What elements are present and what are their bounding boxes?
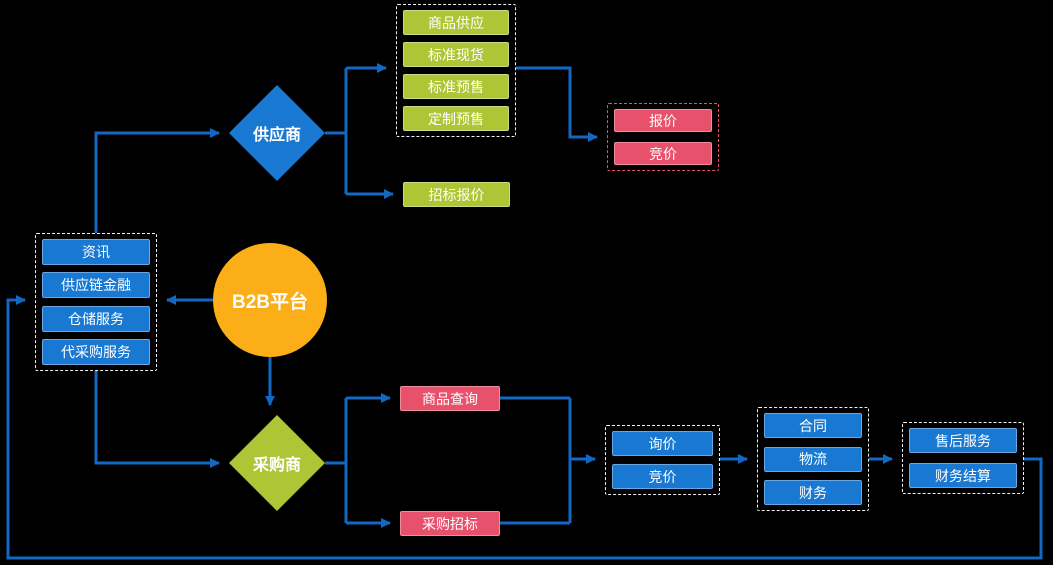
b2b-platform-label: B2B平台 <box>231 291 308 313</box>
supply-mode-item: 标准预售 <box>403 74 509 99</box>
service-item: 资讯 <box>42 239 150 265</box>
edge-services-to-supplier <box>94 128 220 233</box>
inquiry-item: 询价 <box>612 431 713 456</box>
supply-mode-item: 定制预售 <box>403 106 509 131</box>
settlement-item: 售后服务 <box>909 428 1017 453</box>
edge-settlement-feedback-loop <box>6 295 1043 560</box>
platform-services-group: 资讯 供应链金融 仓储服务 代采购服务 <box>35 233 157 371</box>
execution-item: 物流 <box>764 446 862 472</box>
supplier-diamond: 供应商 <box>229 85 325 181</box>
settlement-item: 财务结算 <box>909 463 1017 488</box>
b2b-platform-circle: B2B平台 <box>213 243 327 357</box>
service-item: 供应链金融 <box>42 272 150 299</box>
purchase-tender-box: 采购招标 <box>400 511 500 536</box>
tender-quote-box: 招标报价 <box>403 182 510 207</box>
inquiry-item: 竞价 <box>612 464 713 489</box>
service-item: 仓储服务 <box>42 305 150 332</box>
supply-modes-group: 商品供应 标准现货 标准预售 定制预售 <box>396 4 516 137</box>
execution-item: 合同 <box>764 413 862 438</box>
settlement-group: 售后服务 财务结算 <box>902 422 1024 494</box>
supply-mode-item: 商品供应 <box>403 10 509 35</box>
purchaser-diamond: 采购商 <box>229 415 325 511</box>
pricing-item: 报价 <box>614 109 712 132</box>
product-query-box: 商品查询 <box>400 386 500 411</box>
execution-item: 财务 <box>764 480 862 505</box>
purchaser-label: 采购商 <box>252 457 301 474</box>
service-item: 代采购服务 <box>42 338 150 365</box>
edge-purchaser-branch <box>325 398 348 523</box>
edge-query-tender-merge <box>500 396 572 525</box>
execution-group: 合同 物流 财务 <box>757 407 869 511</box>
edge-supplier-branch <box>325 68 348 194</box>
supplier-label: 供应商 <box>252 127 301 144</box>
inquiry-group: 询价 竞价 <box>605 425 720 495</box>
supplier-pricing-group: 报价 竞价 <box>607 103 719 171</box>
edge-services-to-purchaser <box>94 371 220 468</box>
supply-mode-item: 标准现货 <box>403 42 509 67</box>
edge-supply-modes-to-pricing <box>516 66 598 142</box>
pricing-item: 竞价 <box>614 142 712 165</box>
